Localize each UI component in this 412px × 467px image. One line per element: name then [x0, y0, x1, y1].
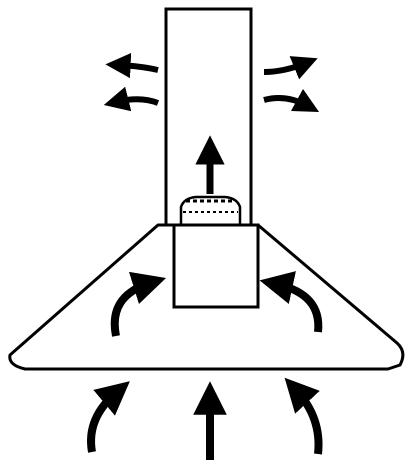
inner-arrow-right	[259, 271, 323, 333]
airflow-arrow-icon	[103, 86, 160, 112]
airflow-arrow-icon	[259, 271, 323, 333]
airflow-arrow-icon	[87, 381, 130, 453]
airflow-arrow-icon	[263, 56, 318, 80]
outlet-arrows-left	[103, 52, 160, 112]
inner-arrow-left	[110, 271, 167, 337]
airflow-arrow-icon	[105, 52, 159, 79]
airflow-arrow-icon	[284, 377, 323, 455]
filter-box-icon	[172, 223, 260, 309]
airflow-arrow-icon	[110, 271, 167, 337]
intake-arrows	[87, 377, 323, 460]
motor-icon	[179, 195, 242, 225]
airflow-arrow-icon	[263, 88, 320, 113]
outlet-arrows-right	[263, 56, 320, 113]
